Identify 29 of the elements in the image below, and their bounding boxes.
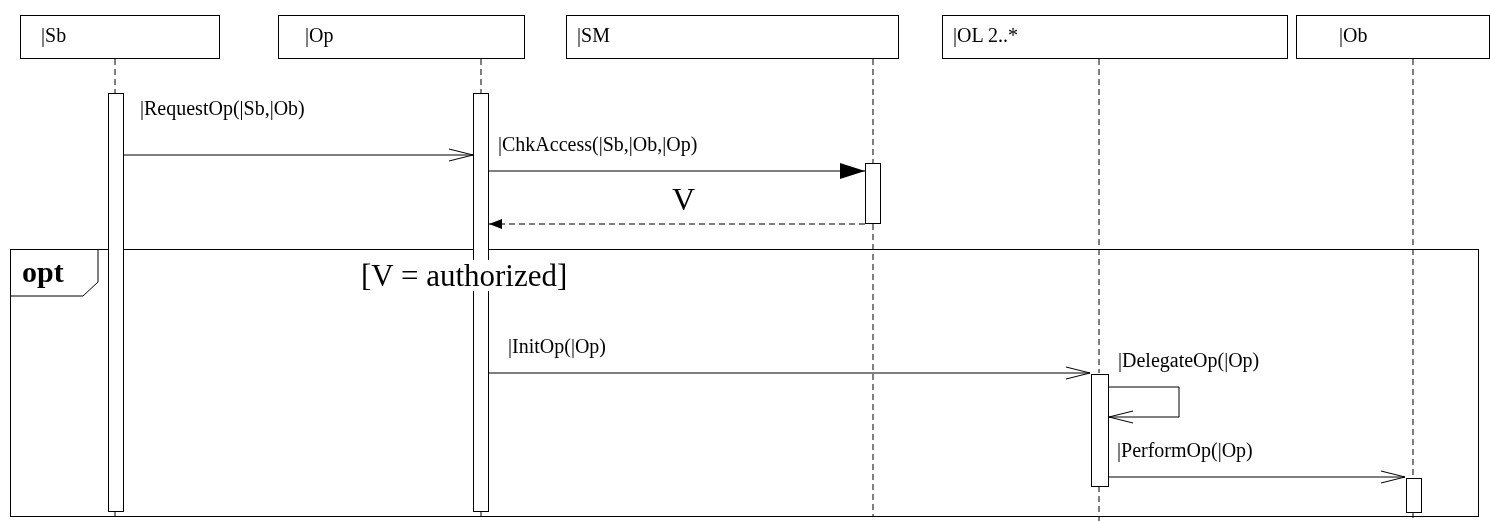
participant-box: |Ob [1296,15,1490,59]
message-label: |RequestOp(|Sb,|Ob) [140,98,305,118]
message-label: |PerformOp(|Op) [1117,440,1253,460]
lifeline [872,223,874,518]
guard-condition: [V = authorized] [361,260,568,291]
participant-box: |SM [566,15,899,59]
lifeline [872,58,874,164]
lifeline [1098,58,1100,374]
lifeline [114,58,116,94]
message-label: V [672,183,696,215]
message-arrow [488,366,1091,380]
activation-bar [865,163,881,224]
operator-tag: opt [10,249,99,297]
message-arrow [488,163,866,179]
lifeline [480,58,482,94]
message-label: |DelegateOp(|Op) [1118,350,1260,370]
message-arrow [1107,386,1180,424]
lifeline [1412,58,1414,478]
activation-bar [1406,478,1422,513]
participant-box: |Sb [20,15,220,59]
message-arrow [1107,470,1406,484]
activation-bar [108,93,124,512]
participant-box: |OL 2..* [942,15,1288,59]
activation-bar [1091,374,1109,487]
participant-box: |Op [278,15,525,59]
message-label: |InitOp(|Op) [508,336,606,356]
return-arrow [488,219,866,229]
message-arrow [123,148,474,162]
message-label: |ChkAccess(|Sb,|Ob,|Op) [498,134,698,154]
